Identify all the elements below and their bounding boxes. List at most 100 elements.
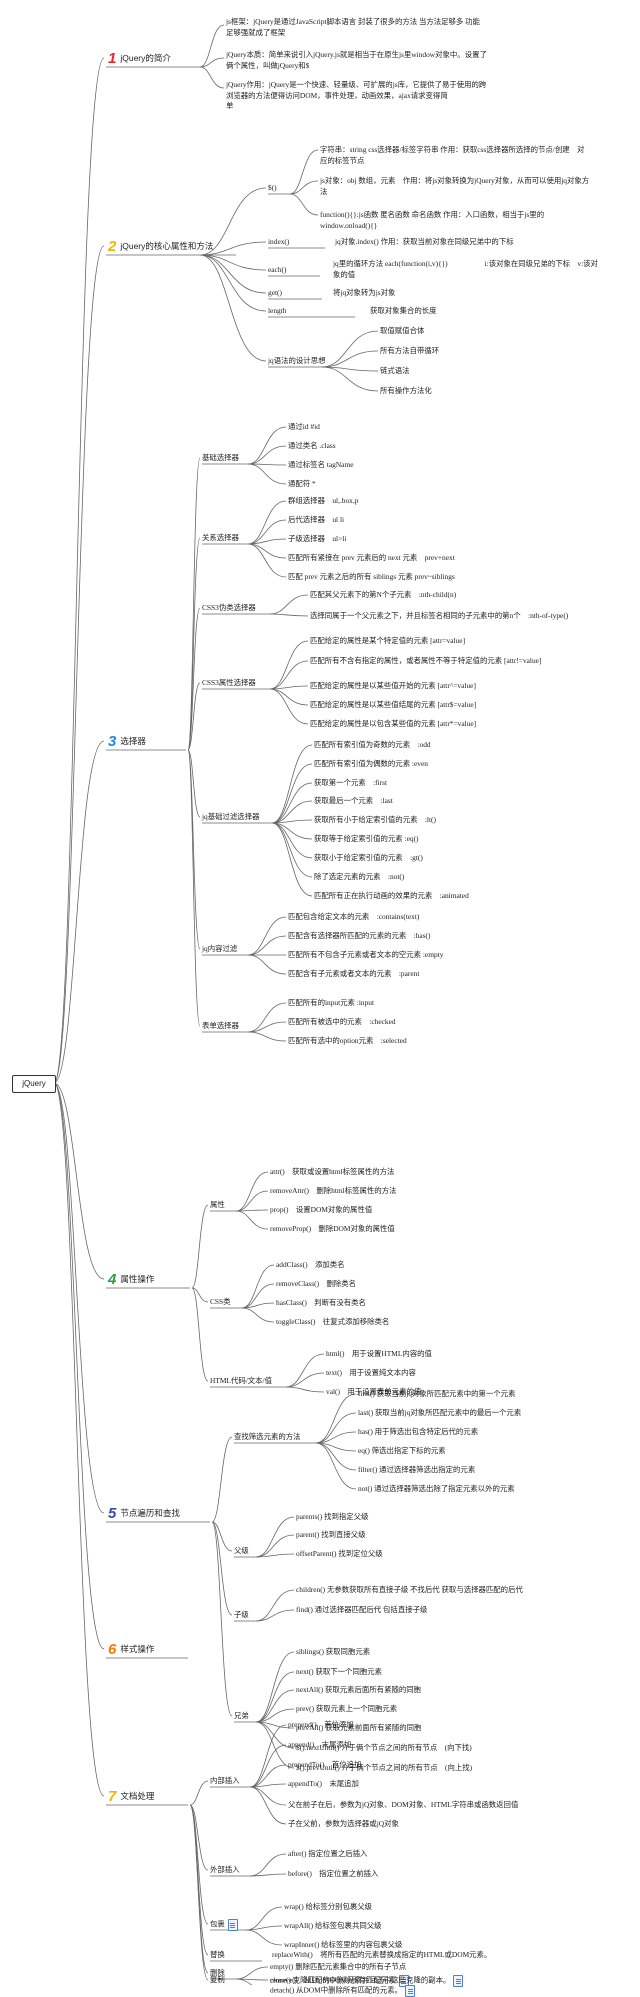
s3-jqfilter-item[interactable]: 获取小于给定索引值的元素 :gt() bbox=[314, 853, 423, 864]
s5-parent-item[interactable]: parent() 找到直接父级 bbox=[296, 1530, 366, 1541]
s5-parent-item[interactable]: parents() 找到指定父级 bbox=[296, 1512, 368, 1523]
s3-jqfilter-item[interactable]: 匹配所有正在执行动画的效果的元素 :animated bbox=[314, 891, 469, 902]
s3-jqcontent-item[interactable]: 匹配所有不包含子元素或者文本的空元素 :empty bbox=[288, 950, 443, 961]
s5-parent[interactable]: 父级 bbox=[234, 1546, 249, 1557]
s7-wrap-item[interactable]: wrapAll() 给标签包裹共同父级 bbox=[284, 1921, 382, 1932]
s2-idea[interactable]: jq语法的设计思想 bbox=[268, 356, 325, 367]
s4-cssclass[interactable]: CSS类 bbox=[210, 1297, 231, 1308]
s4-attr-item[interactable]: attr() 获取或设置html标签属性的方法 bbox=[270, 1167, 394, 1178]
s7-inner[interactable]: 内部插入 bbox=[210, 1776, 240, 1787]
s3-form-item[interactable]: 匹配所有选中的option元素 :selected bbox=[288, 1036, 407, 1047]
s2-dollar-item[interactable]: function(){}:js函数 匿名函数 命名函数 作用：入口函数，相当于j… bbox=[320, 210, 590, 231]
s2-length-desc[interactable]: 获取对象集合的长度 bbox=[370, 306, 437, 317]
s2-index-desc[interactable]: jq对象.index() 作用：获取当前对象在同级兄弟中的下标 bbox=[335, 237, 514, 248]
s2-idea-item[interactable]: 所有方法自带循环 bbox=[380, 346, 439, 357]
s3-jqfilter-item[interactable]: 获取等于给定索引值的元素 :eq() bbox=[314, 834, 419, 845]
s7-wrap-item[interactable]: wrapInner() 给标签里的内容包裹父级 bbox=[284, 1940, 402, 1951]
s7-outer-item[interactable]: before() 指定位置之前插入 bbox=[288, 1869, 378, 1880]
s2-idea-item[interactable]: 链式语法 bbox=[380, 366, 410, 377]
s3-relation-item[interactable]: 群组选择器 ul,.box,p bbox=[288, 496, 358, 507]
s5-filter[interactable]: 查找筛选元素的方法 bbox=[234, 1432, 301, 1443]
s3-form-item[interactable]: 匹配所有的input元素 :input bbox=[288, 998, 374, 1009]
s5-child-item[interactable]: children() 无参数获取所有直接子级 不找后代 获取与选择器匹配的后代 bbox=[296, 1585, 523, 1596]
s3-jqcontent-item[interactable]: 匹配含有选择器所匹配的元素的元素 :has() bbox=[288, 931, 430, 942]
s7-inner-item[interactable]: prependTo() 首位追加 bbox=[288, 1760, 361, 1771]
s3-basic[interactable]: 基础选择器 bbox=[202, 453, 239, 464]
s3-css3pseudo-item[interactable]: 选择同属于一个父元素之下，并且标签名相同的子元素中的第n个 :nth-of-ty… bbox=[310, 611, 590, 622]
s2-each-desc[interactable]: jq里的循环方法 each(function(i,v){}) i:该对象在同级兄… bbox=[333, 259, 603, 280]
s7-inner-item[interactable]: append() 末尾添加 bbox=[288, 1740, 351, 1751]
s5-sibling[interactable]: 兄弟 bbox=[234, 1711, 249, 1722]
s2-each[interactable]: each() bbox=[268, 265, 286, 276]
s1-item[interactable]: js框架：jQuery是通过JavaScript脚本语言 封装了很多的方法 当方… bbox=[226, 17, 539, 38]
s3-relation-item[interactable]: 匹配所有紧接在 prev 元素后的 next 元素 prev+next bbox=[288, 553, 455, 564]
s3-basic-item[interactable]: 通过类名 .class bbox=[288, 441, 336, 452]
s5-sibling-item[interactable]: siblings() 获取同胞元素 bbox=[296, 1647, 370, 1658]
s7-copy[interactable]: 复制 bbox=[210, 1975, 225, 1986]
s3-form[interactable]: 表单选择器 bbox=[202, 1021, 239, 1032]
s4-cssclass-item[interactable]: addClass() 添加类名 bbox=[276, 1260, 345, 1271]
s2-index[interactable]: index() bbox=[268, 237, 289, 248]
s5-sibling-item[interactable]: $().nextUntil() 介于俩个节点之间的所有节点 (向下找) bbox=[296, 1743, 472, 1754]
s1-item[interactable]: jQuery作用：jQuery是一个快速、轻量级、可扩展的js库，它提供了易于使… bbox=[226, 80, 545, 112]
s3-basic-item[interactable]: 通过id #id bbox=[288, 422, 320, 433]
s7-inner-item[interactable]: prepend() 首位添加 bbox=[288, 1720, 354, 1731]
s7-inner-item[interactable]: appendTo() 末尾追加 bbox=[288, 1779, 359, 1790]
s3-jqfilter-item[interactable]: 获取最后一个元素 :last bbox=[314, 796, 393, 807]
s4-html[interactable]: HTML代码/文本/值 bbox=[210, 1376, 272, 1387]
s3-basic-item[interactable]: 通配符 * bbox=[288, 479, 316, 490]
s3-css3pseudo[interactable]: CSS3伪类选择器 bbox=[202, 603, 256, 614]
s4-attr-item[interactable]: prop() 设置DOM对象的属性值 bbox=[270, 1205, 372, 1216]
root-node[interactable]: jQuery bbox=[12, 1075, 56, 1093]
s2-get-desc[interactable]: 将jq对象转为js对象 bbox=[333, 288, 395, 299]
s5-sibling-item[interactable]: next() 获取下一个同胞元素 bbox=[296, 1667, 382, 1678]
s7-outer[interactable]: 外部插入 bbox=[210, 1865, 240, 1876]
s3-jqcontent-item[interactable]: 匹配包含给定文本的元素 :contains(text) bbox=[288, 912, 419, 923]
s7-replace-desc[interactable]: replaceWith() 将所有匹配的元素替换成指定的HTML或DOM元素。 bbox=[272, 1950, 491, 1961]
s5-filter-item[interactable]: filter() 通过选择器筛选出指定的元素 bbox=[358, 1465, 475, 1476]
s4-html-item[interactable]: text() 用于设置纯文本内容 bbox=[326, 1368, 416, 1379]
s5-sibling-item[interactable]: prevAll() 获取元素前面所有紧随的同胞 bbox=[296, 1723, 421, 1734]
s7-wrap-item[interactable]: wrap() 给标签分别包裹父级 bbox=[284, 1902, 372, 1913]
s3-css3attr-item[interactable]: 匹配给定的属性是以某些值结尾的元素 [attr$=value] bbox=[310, 700, 476, 711]
s3-css3attr-item[interactable]: 匹配给定的属性是以某些值开始的元素 [attr^=value] bbox=[310, 681, 476, 692]
s2-dollar[interactable]: $() bbox=[268, 183, 277, 194]
s3-relation-item[interactable]: 子级选择器 ul>li bbox=[288, 534, 346, 545]
s3-css3pseudo-item[interactable]: 匹配其父元素下的第N个子元素 :nth-child(n) bbox=[310, 590, 456, 601]
s2-get[interactable]: get() bbox=[268, 288, 282, 299]
s4-attr-item[interactable]: removeAttr() 删除html标签属性的方法 bbox=[270, 1186, 396, 1197]
s3-css3attr[interactable]: CSS3属性选择器 bbox=[202, 678, 256, 689]
s4-html-item[interactable]: html() 用于设置HTML内容的值 bbox=[326, 1349, 432, 1360]
s3-css3attr-item[interactable]: 匹配给定的属性是某个特定值的元素 [attr=value] bbox=[310, 636, 465, 647]
s4-attr[interactable]: 属性 bbox=[210, 1200, 225, 1211]
s7-replace[interactable]: 替换 bbox=[210, 1950, 225, 1961]
s2-dollar-item[interactable]: js对象：obj 数组，元素 作用：将js对象转换为jQuery对象，从而可以使… bbox=[320, 176, 590, 197]
s5-filter-item[interactable]: last() 获取当前jq对象所匹配元素中的最后一个元素 bbox=[358, 1408, 521, 1419]
s5-filter-item[interactable]: eq() 筛选出指定下标的元素 bbox=[358, 1446, 446, 1457]
s7-delete-item[interactable]: empty() 删除匹配元素集合中的所有子节点 bbox=[270, 1962, 406, 1973]
s5-child-item[interactable]: find() 通过选择器匹配后代 包括直接子级 bbox=[296, 1605, 427, 1616]
s4-html-item[interactable]: val() 用于设置表单元素的值 bbox=[326, 1387, 421, 1398]
s5-filter-item[interactable]: has() 用于筛选出包含特定后代的元素 bbox=[358, 1427, 478, 1438]
s3-css3attr-item[interactable]: 匹配给定的属性是以包含某些值的元素 [attr*=value] bbox=[310, 719, 476, 730]
note-icon[interactable] bbox=[227, 1919, 238, 1931]
s7-copy-desc[interactable]: clone() 克隆匹配的DOM元素并且选中这些克隆的副本。 bbox=[270, 1975, 464, 1987]
s7-inner-item[interactable]: 子在父前，参数为选择器或jQ对象 bbox=[288, 1819, 399, 1830]
s5-sibling-item[interactable]: $().prevUntil() 介于俩个节点之间的所有节点 (向上找) bbox=[296, 1763, 472, 1774]
s7-outer-item[interactable]: after() 指定位置之后插入 bbox=[288, 1849, 367, 1860]
s5-parent-item[interactable]: offsetParent() 找到定位父级 bbox=[296, 1549, 383, 1560]
note-icon[interactable] bbox=[453, 1975, 464, 1987]
s3-jqfilter-item[interactable]: 获取第一个元素 :first bbox=[314, 778, 387, 789]
s3-basic-item[interactable]: 通过标签名 tagName bbox=[288, 460, 353, 471]
s5-filter-item[interactable]: not() 通过选择器筛选出除了指定元素以外的元素 bbox=[358, 1484, 515, 1495]
s5-sibling-item[interactable]: prev() 获取元素上一个同胞元素 bbox=[296, 1704, 397, 1715]
s4-cssclass-item[interactable]: removeClass() 删除类名 bbox=[276, 1279, 356, 1290]
s3-jqfilter[interactable]: jq基础过滤选择器 bbox=[202, 812, 259, 823]
s5-child[interactable]: 子级 bbox=[234, 1610, 249, 1621]
s3-jqfilter-item[interactable]: 获取所有小于给定索引值的元素 :lt() bbox=[314, 815, 436, 826]
s7-inner-item[interactable]: 父在前子在后，参数为jQ对象、DOM对象、HTML字符串或函数返回值 bbox=[288, 1800, 518, 1811]
